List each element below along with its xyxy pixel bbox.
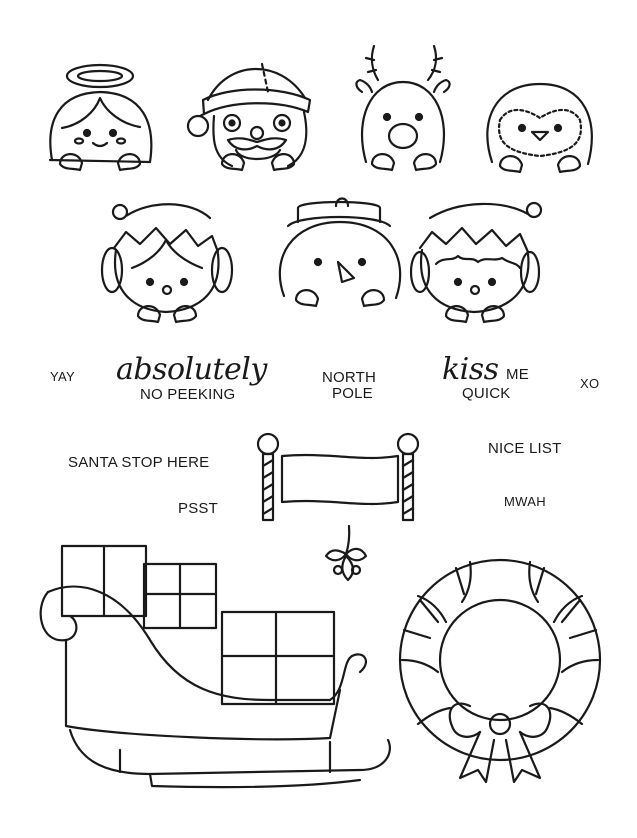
yay-text: YAY: [50, 369, 75, 384]
pole-text: POLE: [332, 385, 373, 402]
angel-icon: [48, 63, 153, 172]
absolutely-text: absolutely: [116, 352, 267, 387]
elf-girl-icon: [100, 203, 234, 324]
north-pole-sign-icon: [256, 432, 420, 522]
snowman-icon: [278, 197, 402, 308]
me-text: ME: [506, 366, 529, 383]
santa-stop-here-text: SANTA STOP HERE: [68, 454, 210, 471]
reindeer-icon: [355, 44, 451, 172]
kiss-text: kiss: [442, 352, 499, 387]
santa-icon: [186, 62, 312, 172]
wreath-icon: [398, 558, 602, 784]
north-text: NORTH: [322, 369, 377, 386]
nice-list-text: NICE LIST: [488, 440, 562, 457]
elf-boy-icon: [409, 201, 543, 324]
psst-text: PSST: [178, 500, 218, 517]
xo-text: XO: [580, 376, 600, 391]
penguin-icon: [486, 82, 593, 174]
mistletoe-icon: [324, 524, 368, 582]
mwah-text: MWAH: [504, 494, 546, 509]
sleigh-icon: [39, 544, 391, 789]
no-peeking-text: NO PEEKING: [140, 386, 236, 403]
quick-text: QUICK: [462, 385, 511, 402]
